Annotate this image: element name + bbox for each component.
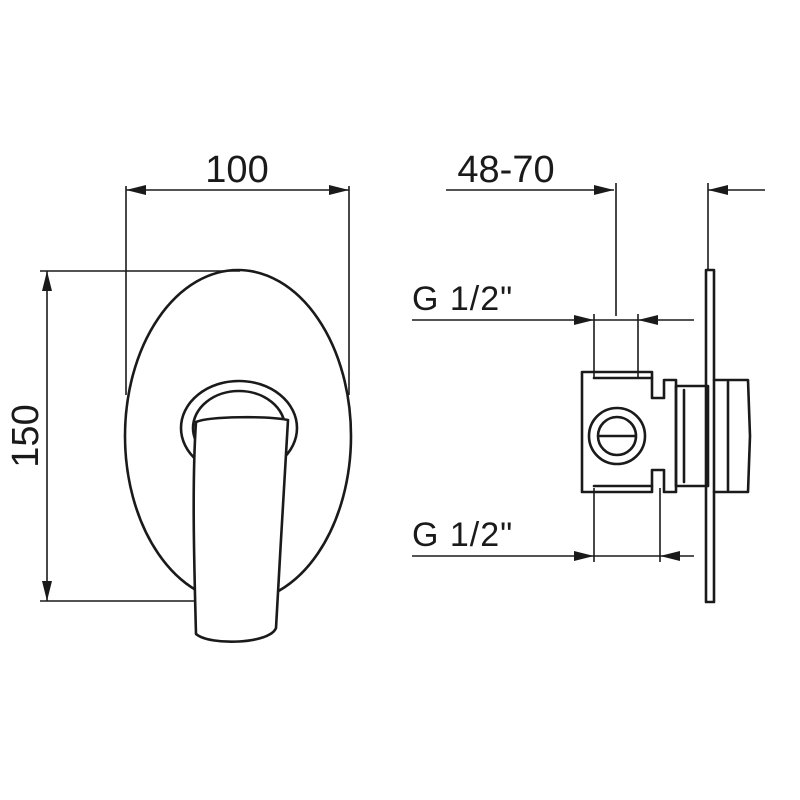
front-view: 100 150 (5, 149, 353, 643)
height-label: 150 (5, 404, 47, 467)
width-label: 100 (205, 149, 268, 191)
handle-side (712, 378, 752, 494)
thread-top-dimension: G 1/2" (412, 280, 694, 378)
valve-body (580, 370, 678, 494)
depth-label: 48-70 (457, 149, 554, 191)
depth-dimension: 48-70 (446, 149, 765, 316)
height-dimension: 150 (5, 270, 240, 602)
side-view: 48-70 G 1/2" G 1/2" (412, 149, 765, 604)
cartridge-cylinder (674, 384, 710, 488)
thread-bottom-label: G 1/2" (412, 516, 513, 554)
thread-top-label: G 1/2" (412, 280, 513, 318)
wall-plate (704, 268, 716, 604)
inlet-fitting-outer (587, 406, 647, 466)
width-dimension: 100 (125, 149, 350, 395)
inlet-fitting-inner (596, 415, 638, 457)
lever-handle (192, 415, 290, 643)
thread-bottom-dimension: G 1/2" (412, 488, 694, 562)
